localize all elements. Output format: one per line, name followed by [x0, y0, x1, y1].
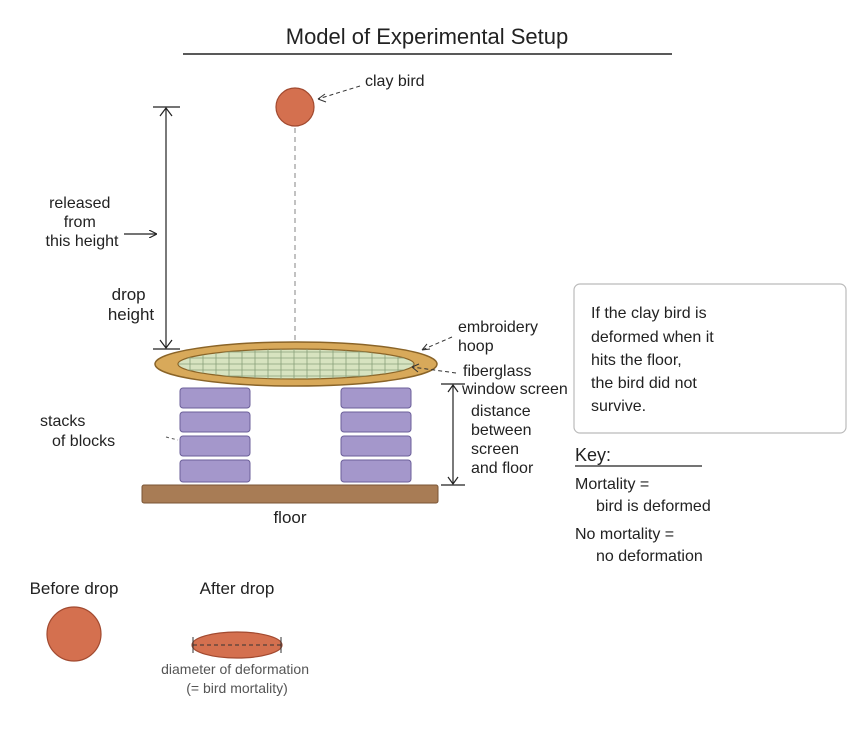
released-label: released from this height	[46, 195, 119, 250]
block	[340, 411, 412, 433]
key-mortality: Mortality = bird is deformed	[575, 476, 711, 515]
block	[340, 435, 412, 457]
stacks-pointer	[165, 436, 179, 441]
clay-bird	[275, 87, 315, 127]
block	[179, 387, 251, 409]
hoop-label: embroidery hoop	[458, 319, 542, 355]
hoop-pointer	[421, 336, 453, 351]
distance-label: distance between screen and floor	[471, 403, 536, 477]
block	[179, 459, 251, 483]
note-text: If the clay bird is deformed when it hit…	[591, 305, 718, 415]
clay-bird-pointer	[317, 85, 361, 100]
block	[340, 459, 412, 483]
floor-board	[141, 484, 439, 504]
block	[340, 387, 412, 409]
deformation-caption: diameter of deformation (= bird mortalit…	[161, 661, 313, 696]
right-block-stack	[340, 387, 412, 483]
floor-label: floor	[273, 508, 306, 527]
block	[179, 411, 251, 433]
after-drop-label: After drop	[200, 579, 275, 598]
before-drop-label: Before drop	[30, 579, 119, 598]
left-block-stack	[179, 387, 251, 483]
drop-height-label: drop height	[108, 285, 155, 324]
block	[179, 435, 251, 457]
clay-bird-label: clay bird	[365, 73, 425, 90]
screen-label: fiberglass window screen	[461, 363, 568, 398]
stacks-label: stacks of blocks	[40, 413, 115, 450]
page-title: Model of Experimental Setup	[286, 24, 569, 49]
before-drop-bird	[46, 606, 102, 662]
key-heading: Key:	[575, 445, 611, 465]
screen-pointer	[411, 366, 457, 374]
key-no-mortality: No mortality = no deformation	[575, 526, 703, 565]
note-box	[573, 283, 847, 434]
